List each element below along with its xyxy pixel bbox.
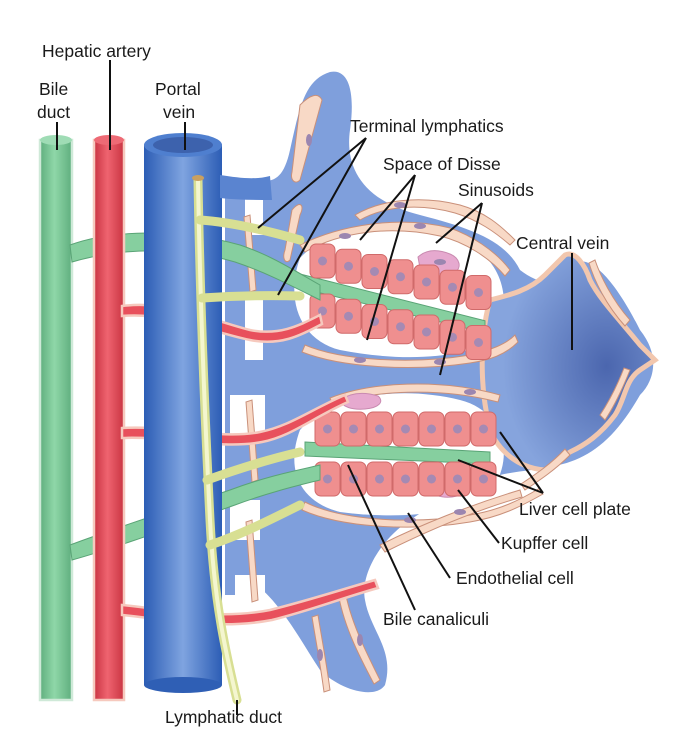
hepatocyte-nucleus bbox=[474, 288, 483, 297]
hepatocyte-nucleus bbox=[453, 424, 462, 434]
hepatocyte-nucleus bbox=[479, 474, 488, 484]
label-hepatic-artery: Hepatic artery bbox=[42, 41, 151, 61]
liver-cell-plate-lower bbox=[304, 411, 497, 497]
label-bile-canaliculi: Bile canaliculi bbox=[383, 609, 489, 629]
labels: Hepatic artery Bile duct Portal vein Ter… bbox=[37, 41, 631, 727]
hepatocyte-nucleus bbox=[323, 424, 332, 434]
hepatocyte-nucleus bbox=[448, 282, 457, 292]
hepatocyte-nucleus bbox=[344, 261, 353, 271]
label-liver-cell-plate: Liver cell plate bbox=[519, 499, 631, 519]
label-terminal-lymphatics: Terminal lymphatics bbox=[350, 116, 504, 136]
leader-lines bbox=[56, 60, 573, 715]
hepatocyte-nucleus bbox=[375, 474, 384, 484]
label-bile-duct-line1: Bile bbox=[39, 79, 68, 99]
hepatocyte-nucleus bbox=[422, 277, 431, 287]
label-portal-vein-line2: vein bbox=[163, 102, 195, 122]
label-portal-vein-line1: Portal bbox=[155, 79, 201, 99]
hepatocyte-nucleus bbox=[422, 327, 431, 337]
hepatocyte-nucleus bbox=[474, 338, 483, 347]
hepatocyte-nucleus bbox=[318, 306, 327, 316]
hepatocyte-nucleus bbox=[427, 424, 436, 434]
label-kupffer-cell: Kupffer cell bbox=[501, 533, 588, 553]
hepatocyte-nucleus bbox=[318, 256, 327, 266]
hepatocyte-nucleus bbox=[375, 424, 384, 434]
hepatocyte-nucleus bbox=[401, 424, 410, 434]
label-endothelial-cell: Endothelial cell bbox=[456, 568, 574, 588]
label-central-vein: Central vein bbox=[516, 233, 609, 253]
hepatocyte-nucleus bbox=[396, 322, 405, 332]
label-sinusoids: Sinusoids bbox=[458, 180, 534, 200]
label-space-of-disse: Space of Disse bbox=[383, 154, 501, 174]
label-bile-duct-line2: duct bbox=[37, 102, 70, 122]
hepatocyte-nucleus bbox=[370, 267, 379, 276]
hepatocyte-nucleus bbox=[479, 424, 488, 434]
hepatocyte-nucleus bbox=[396, 272, 405, 282]
hepatocyte-nucleus bbox=[344, 311, 353, 321]
lymphatic-duct bbox=[192, 175, 305, 705]
liver-cell-plate-upper bbox=[299, 243, 492, 360]
hepatocyte-nucleus bbox=[401, 474, 410, 484]
hepatocyte-nucleus bbox=[323, 474, 332, 484]
hepatocyte-nucleus bbox=[349, 424, 358, 434]
hepatocyte-nucleus bbox=[453, 474, 462, 484]
label-lymphatic-duct: Lymphatic duct bbox=[165, 707, 282, 727]
hepatocyte-nucleus bbox=[427, 474, 436, 484]
